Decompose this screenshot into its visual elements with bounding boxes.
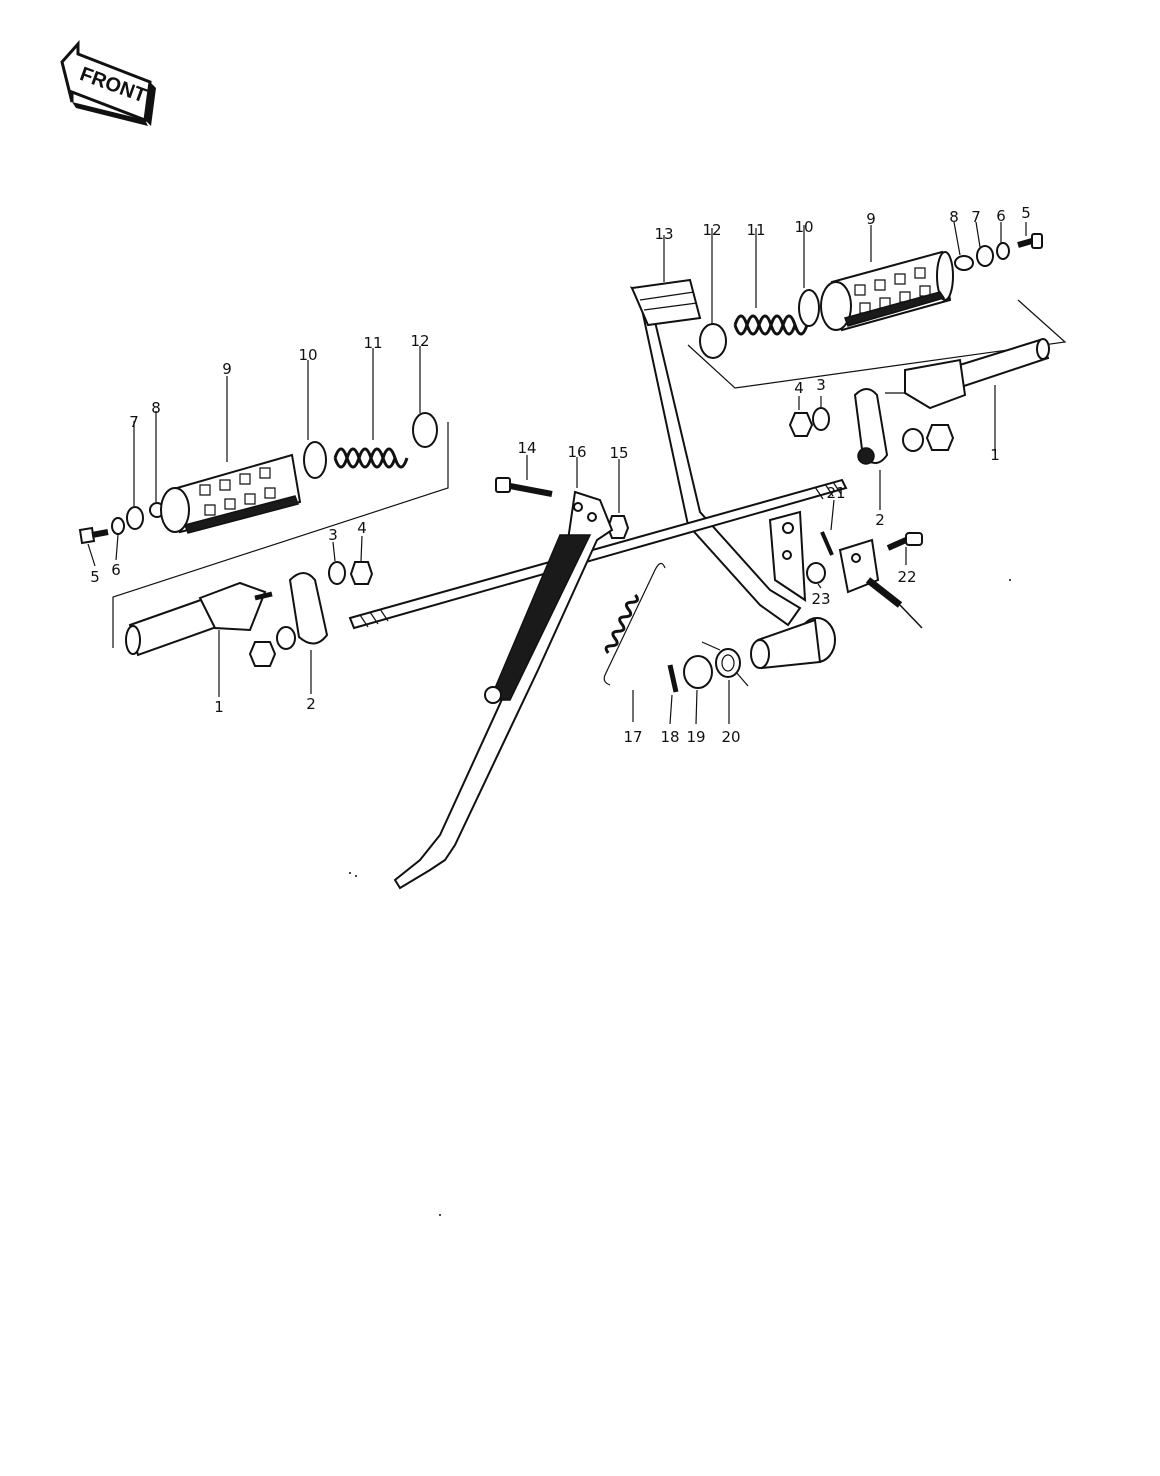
nut-l-extra xyxy=(248,641,277,667)
callout-r2: 2 xyxy=(875,511,885,529)
brake-rod-joint xyxy=(838,538,923,629)
callout-r11: 11 xyxy=(746,221,765,239)
pin-18 xyxy=(667,664,679,693)
spring-17 xyxy=(603,562,666,686)
callout-r1: 1 xyxy=(990,446,1000,464)
footpeg-bracket-1-left xyxy=(125,581,273,657)
washer-6-right xyxy=(996,242,1010,260)
washer-r-extra xyxy=(902,428,924,452)
scan-specks xyxy=(349,579,1011,1216)
callout-r3: 3 xyxy=(816,376,826,394)
callout-c20: 20 xyxy=(721,728,740,746)
callout-c22: 22 xyxy=(897,568,916,586)
washer-7-right xyxy=(976,245,994,267)
callout-c23: 23 xyxy=(811,590,830,608)
bolt-5-left xyxy=(78,526,109,545)
callout-l5: 5 xyxy=(90,568,100,586)
cotter-pin-21 xyxy=(820,531,834,556)
brake-pedal xyxy=(629,278,836,670)
pivot-rod xyxy=(348,478,848,630)
spring-11-right xyxy=(733,314,809,336)
washer-12-right xyxy=(699,323,727,359)
collar-8-right xyxy=(954,255,974,271)
linkage-lever-2-left xyxy=(288,572,329,645)
nut-r-extra xyxy=(925,424,955,451)
callout-l11: 11 xyxy=(363,334,382,352)
callout-l6: 6 xyxy=(111,561,121,579)
leader-lines xyxy=(87,221,1027,725)
callout-r6: 6 xyxy=(996,207,1006,225)
callout-c19: 19 xyxy=(686,728,705,746)
callout-labels: 13 12 11 10 9 8 7 6 5 4 3 1 2 9 10 11 12… xyxy=(90,204,1031,746)
callout-l7: 7 xyxy=(129,413,139,431)
footpeg-bracket-1-right xyxy=(885,338,1050,410)
callout-c21: 21 xyxy=(826,484,845,502)
callout-l2: 2 xyxy=(306,695,316,713)
linkage-lever-2-right xyxy=(853,388,889,465)
washer-3-right xyxy=(812,407,830,431)
footpeg-rubber-9-right xyxy=(820,250,954,332)
callout-c17: 17 xyxy=(623,728,642,746)
torsion-spring-20 xyxy=(701,641,749,687)
callout-l10: 10 xyxy=(298,346,317,364)
callout-l3: 3 xyxy=(328,526,338,544)
callout-l4: 4 xyxy=(357,519,367,537)
clip-10-left xyxy=(303,441,327,479)
callout-l9: 9 xyxy=(222,360,232,378)
callout-r9: 9 xyxy=(866,210,876,228)
washer-6-left xyxy=(111,517,125,535)
washer-19 xyxy=(683,655,713,689)
side-stand-16 xyxy=(393,490,614,890)
callout-c18: 18 xyxy=(660,728,679,746)
left-footpeg-assembly xyxy=(78,412,449,667)
washer-3-left xyxy=(328,561,346,585)
nut-4-right xyxy=(788,412,814,437)
nut-4-left xyxy=(349,561,374,585)
footpeg-rubber-9-left xyxy=(160,453,302,534)
callout-r12: 12 xyxy=(702,221,721,239)
callout-r13: 13 xyxy=(654,225,673,243)
callout-r5: 5 xyxy=(1021,204,1031,222)
callout-l8: 8 xyxy=(151,399,161,417)
callout-r7: 7 xyxy=(971,208,981,226)
callout-l1: 1 xyxy=(214,698,224,716)
callout-c14: 14 xyxy=(517,439,536,457)
clip-10-right xyxy=(798,289,820,327)
bolt-14 xyxy=(495,477,553,497)
spring-11-left xyxy=(333,447,409,469)
callout-c16: 16 xyxy=(567,443,586,461)
callout-r10: 10 xyxy=(794,218,813,236)
right-footpeg-assembly xyxy=(629,233,1067,670)
washer-7-left xyxy=(126,506,144,530)
callout-l12: 12 xyxy=(410,332,429,350)
callout-r4: 4 xyxy=(794,379,804,397)
callout-r8: 8 xyxy=(949,208,959,226)
clevis-pin-22 xyxy=(886,532,923,551)
washer-23 xyxy=(806,562,826,584)
bolt-5-right xyxy=(1017,233,1043,249)
washer-l-extra xyxy=(276,626,296,650)
front-arrow-icon: FRONT xyxy=(60,40,156,126)
callout-c15: 15 xyxy=(609,444,628,462)
washer-12-left xyxy=(412,412,438,448)
